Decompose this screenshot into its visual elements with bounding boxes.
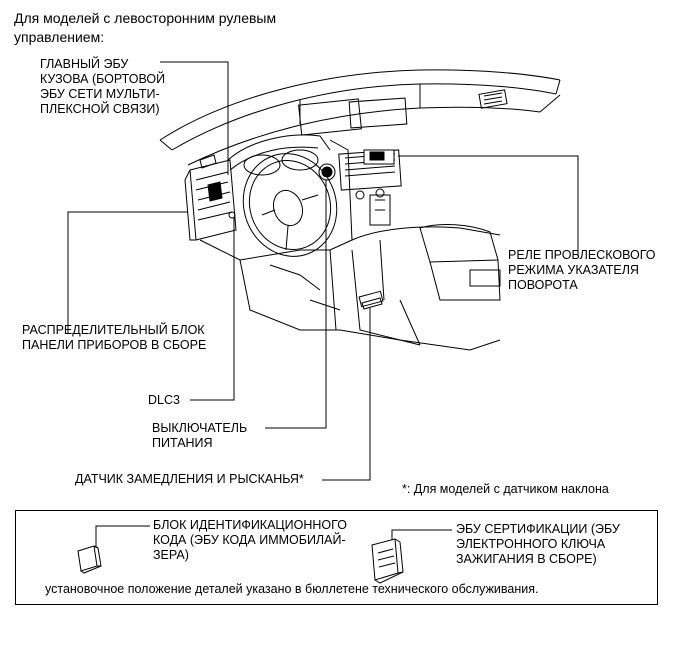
leader-id-code-box [95,525,150,548]
diagram-header: Для моделей с левосторонним рулевым упра… [14,10,277,45]
callout-lines [67,61,579,548]
leader-yaw-sensor [322,308,371,481]
leader-dlc3 [190,218,235,401]
box-note: установочное положение деталей указано в… [45,582,539,596]
footnote: *: Для моделей с датчиком наклона [402,482,609,496]
label-certification-ecu: ЭБУ СЕРТИФИКАЦИИ (ЭБУ ЭЛЕКТРОННОГО КЛЮЧА… [456,522,620,566]
leader-flasher-relay [398,155,579,255]
dashboard-outline [159,69,561,351]
leader-power-switch [265,180,327,429]
label-dlc3: DLC3 [148,393,180,407]
label-power-switch: ВЫКЛЮЧАТЕЛЬ ПИТАНИЯ [152,421,248,450]
leader-junction-block [67,211,188,333]
label-yaw-sensor: ДАТЧИК ЗАМЕДЛЕНИЯ И РЫСКАНЬЯ* [75,472,304,486]
label-main-body-ecu: ГЛАВНЫЙ ЭБУ КУЗОВА (БОРТОВОЙ ЭБУ СЕТИ МУ… [40,57,166,116]
reference-box [15,510,658,605]
label-id-code-box: БЛОК ИДЕНТИФИКАЦИОННОГО КОДА (ЭБУ КОДА И… [153,518,347,562]
label-junction-block: РАСПРЕДЕЛИТЕЛЬНЫЙ БЛОК ПАНЕЛИ ПРИБОРОВ В… [22,323,207,352]
certification-ecu-icon [371,538,404,584]
leader-main-body-ecu [160,61,229,175]
label-flasher-relay: РЕЛЕ ПРОБЛЕСКОВОГО РЕЖИМА УКАЗАТЕЛЯ ПОВО… [508,248,656,292]
id-code-box-icon [77,545,102,574]
